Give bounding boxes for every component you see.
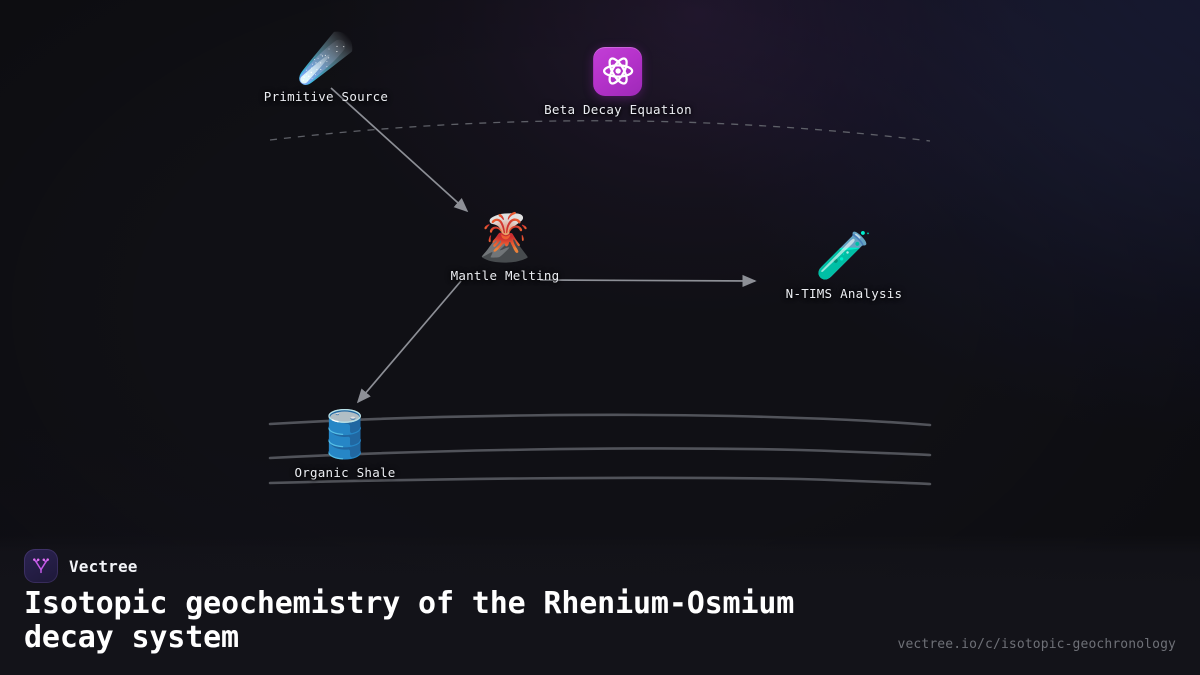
- decorative-dashed-arc: [269, 120, 931, 142]
- node-label-organic-shale: Organic Shale: [294, 465, 396, 480]
- node-label-primitive-source: Primitive Source: [263, 89, 389, 104]
- node-label-mantle-melting: Mantle Melting: [450, 268, 560, 283]
- strata-line-2: [268, 447, 932, 460]
- footer-bar: Vectree Isotopic geochemistry of the Rhe…: [0, 535, 1200, 675]
- node-mantle-melting[interactable]: 🌋 Mantle Melting: [451, 211, 560, 283]
- atom-badge-icon: [593, 45, 643, 97]
- brand-row[interactable]: Vectree: [24, 549, 138, 583]
- volcano-icon: 🌋: [476, 210, 534, 264]
- edge-primitive-to-mantle: [330, 87, 469, 213]
- node-primitive-source[interactable]: ☄️ Primitive Source: [264, 32, 388, 104]
- node-beta-decay-equation[interactable]: Beta Decay Equation: [544, 45, 692, 117]
- comet-icon: ☄️: [297, 31, 355, 85]
- node-organic-shale[interactable]: 🛢️ Organic Shale: [294, 408, 395, 480]
- node-n-tims-analysis[interactable]: 🧪 N-TIMS Analysis: [786, 229, 903, 301]
- page-title: Isotopic geochemistry of the Rhenium-Osm…: [24, 586, 795, 655]
- strata-line-1: [268, 413, 932, 427]
- test-tube-icon: 🧪: [815, 228, 873, 282]
- oil-barrel-icon: 🛢️: [316, 407, 374, 461]
- edge-mantle-to-ntims: [539, 274, 757, 288]
- vectree-logo-icon: [24, 549, 58, 583]
- brand-name: Vectree: [69, 556, 138, 576]
- edge-mantle-to-shale: [356, 280, 462, 404]
- strata-line-3: [268, 476, 932, 486]
- node-label-beta-decay-equation: Beta Decay Equation: [544, 102, 692, 117]
- node-label-n-tims-analysis: N-TIMS Analysis: [785, 286, 903, 301]
- site-url: vectree.io/c/isotopic-geochronology: [897, 637, 1176, 652]
